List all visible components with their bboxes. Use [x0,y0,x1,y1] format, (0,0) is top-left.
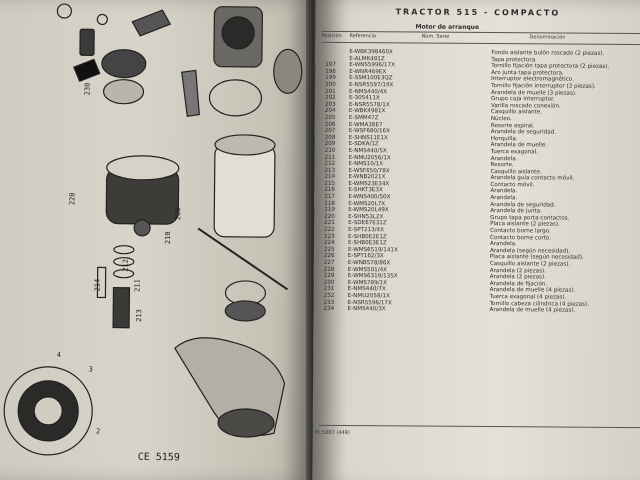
part-screw [131,9,172,37]
column-header-serial: Núm. Serie [421,33,450,40]
exploded-parts-diagram: 220 208 210 212 213 211 230 214 7 2 3 4 [0,3,303,456]
part-bolt [79,28,95,56]
part-bearing [224,300,266,322]
part-nose [217,408,275,438]
part-yoke-top [214,134,276,156]
divider [318,424,640,429]
part-washer [56,3,72,19]
part-brush-holder [3,366,93,456]
column-header-description: Denominación [529,34,566,41]
part-spring [112,286,131,329]
part-pin [96,266,107,299]
part-position: 234 [323,306,335,313]
callout-label: 230 [84,83,92,96]
part-reference: E-NMS440/3X [347,306,386,313]
part-solenoid-top [106,155,180,181]
part-ring [208,79,263,117]
part-plunger [133,219,151,237]
part-rod [197,227,289,291]
divider [321,41,640,46]
part-cover [73,58,101,82]
table-row: 234 E-NMS440/3X Arandela de muelle (4 piez… [322,306,640,315]
callout-label: 213 [135,309,143,322]
part-lever [181,69,200,118]
part-washer [113,269,135,279]
right-page-parts-list: TRACTOR 515 - COMPACTO Motor de arranque… [312,0,640,480]
callout-label: 4 [57,351,61,359]
callout-label: 212 [122,259,130,272]
callout-label: 210 [164,231,172,244]
page-footer-code: PL.5007 (449) [314,429,350,437]
part-washer [96,13,108,26]
callout-label: 3 [89,365,93,373]
column-header-position: Posición [321,32,342,40]
part-washer [113,257,135,267]
left-page-diagram: 220 208 210 212 213 211 230 214 7 2 3 4 … [0,0,321,480]
part-description: Arandela de muelle (4 piezas). [489,307,576,314]
page-header: TRACTOR 515 - COMPACTO [395,7,561,18]
part-brush-plate [102,79,145,105]
part-housing-hole [221,16,255,50]
column-header-reference: Referencia [349,33,377,40]
part-yoke [213,144,276,238]
part-washer [113,245,135,255]
figure-caption: CE 5159 [137,451,180,464]
callout-label: 7 [0,402,1,410]
callout-label: 2 [96,427,100,435]
section-title: Motor de arranque [415,23,480,31]
part-sleeve [273,48,303,94]
callout-label: 220 [68,192,76,205]
part-center [33,396,63,426]
callout-label: 208 [174,208,182,221]
part-end-cap [101,49,147,79]
callout-label: 211 [133,279,141,292]
callout-label: 214 [93,279,101,292]
